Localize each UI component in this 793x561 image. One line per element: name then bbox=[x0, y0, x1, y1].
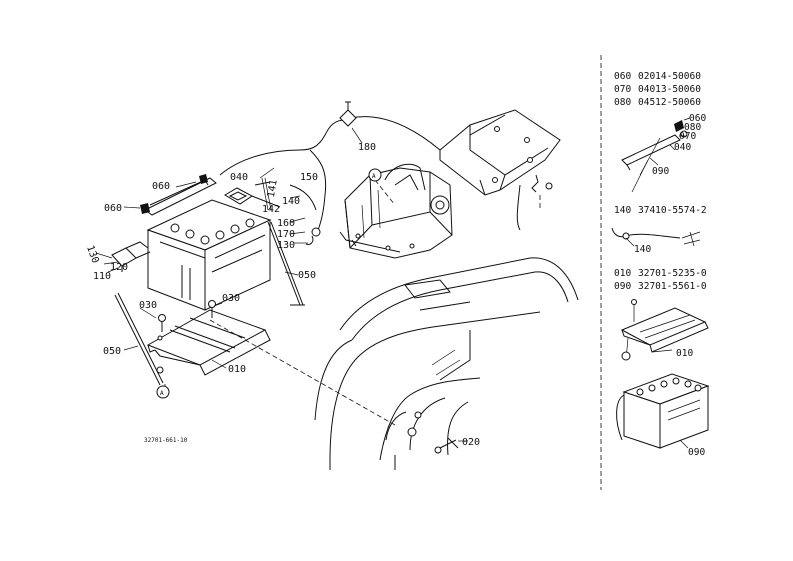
tie-rods bbox=[114, 221, 305, 386]
callout-160: 160 bbox=[277, 218, 295, 229]
callout-170: 170 bbox=[277, 229, 295, 240]
callout-020: 020 bbox=[462, 437, 480, 448]
catalog-ref-070: 070 bbox=[614, 84, 631, 95]
callout-050-left: 050 bbox=[103, 346, 121, 357]
callout-110: 110 bbox=[93, 271, 111, 282]
catalog-pn-090: 32701-5561-0 bbox=[638, 281, 707, 292]
callout-130-left: 130 bbox=[84, 244, 101, 265]
engine-housing bbox=[339, 163, 453, 259]
catalog-pn-010: 32701-5235-0 bbox=[638, 268, 707, 279]
callout-150: 150 bbox=[300, 172, 318, 183]
mount-bolt bbox=[434, 437, 459, 454]
catalog-ref-080: 080 bbox=[614, 97, 631, 108]
svg-text:A: A bbox=[372, 173, 376, 180]
cable-connector bbox=[339, 101, 357, 127]
callout-040: 040 bbox=[230, 172, 248, 183]
catalog-pn-140: 37410-5574-2 bbox=[638, 205, 707, 216]
callout-060-top: 060 bbox=[152, 181, 170, 192]
catalog-ref-140: 140 bbox=[614, 205, 631, 216]
callout-142: 142 bbox=[262, 204, 280, 215]
catalog-group-1: 060 02014-50060 070 04013-50060 080 0451… bbox=[614, 71, 706, 193]
catalog-pn-060: 02014-50060 bbox=[638, 71, 701, 82]
callout-130-right: 130 bbox=[277, 240, 295, 251]
callout-141: 141 bbox=[266, 179, 280, 199]
catalog-callout-040: 040 bbox=[674, 142, 691, 153]
catalog-ref-010: 010 bbox=[614, 268, 631, 279]
catalog-callout-140: 140 bbox=[634, 244, 651, 255]
catalog-callout-090-battery: 090 bbox=[688, 447, 705, 458]
catalog-callout-070: 070 bbox=[679, 131, 696, 142]
catalog-callout-060: 060 bbox=[689, 113, 706, 124]
catalog-pn-080: 04512-50060 bbox=[638, 97, 701, 108]
callout-140: 140 bbox=[282, 196, 300, 207]
fender-outline bbox=[314, 257, 579, 470]
battery bbox=[146, 199, 272, 311]
callout-030-a: 030 bbox=[139, 300, 157, 311]
drawing-number: 32701-661-10 bbox=[144, 437, 188, 444]
callout-180: 180 bbox=[358, 142, 376, 153]
catalog-pn-070: 04013-50060 bbox=[638, 84, 701, 95]
callout-010: 010 bbox=[228, 364, 246, 375]
svg-text:A: A bbox=[160, 390, 164, 397]
catalog-callout-090: 090 bbox=[652, 166, 669, 177]
catalog-ref-060: 060 bbox=[614, 71, 631, 82]
battery-cables bbox=[219, 116, 441, 245]
callout-060-left: 060 bbox=[104, 203, 122, 214]
callout-030-b: 030 bbox=[222, 293, 240, 304]
tray-bolts bbox=[158, 300, 216, 332]
marker-a-frame: A bbox=[156, 385, 170, 399]
catalog-callout-080: 080 bbox=[684, 122, 701, 133]
marker-a-engine: A bbox=[368, 168, 382, 182]
upper-bracket bbox=[439, 109, 561, 231]
fuse-holder bbox=[111, 241, 151, 272]
catalog-ref-090: 090 bbox=[614, 281, 631, 292]
callout-120: 120 bbox=[110, 262, 128, 273]
battery-tray bbox=[146, 309, 271, 376]
callout-050-right: 050 bbox=[298, 270, 316, 281]
hold-down-clamp bbox=[140, 174, 281, 216]
catalog-callout-010: 010 bbox=[676, 348, 693, 359]
catalog-group-3: 010 32701-5235-0 090 32701-5561-0 010 09… bbox=[614, 268, 710, 458]
catalog-group-2: 140 37410-5574-2 140 bbox=[611, 205, 707, 255]
